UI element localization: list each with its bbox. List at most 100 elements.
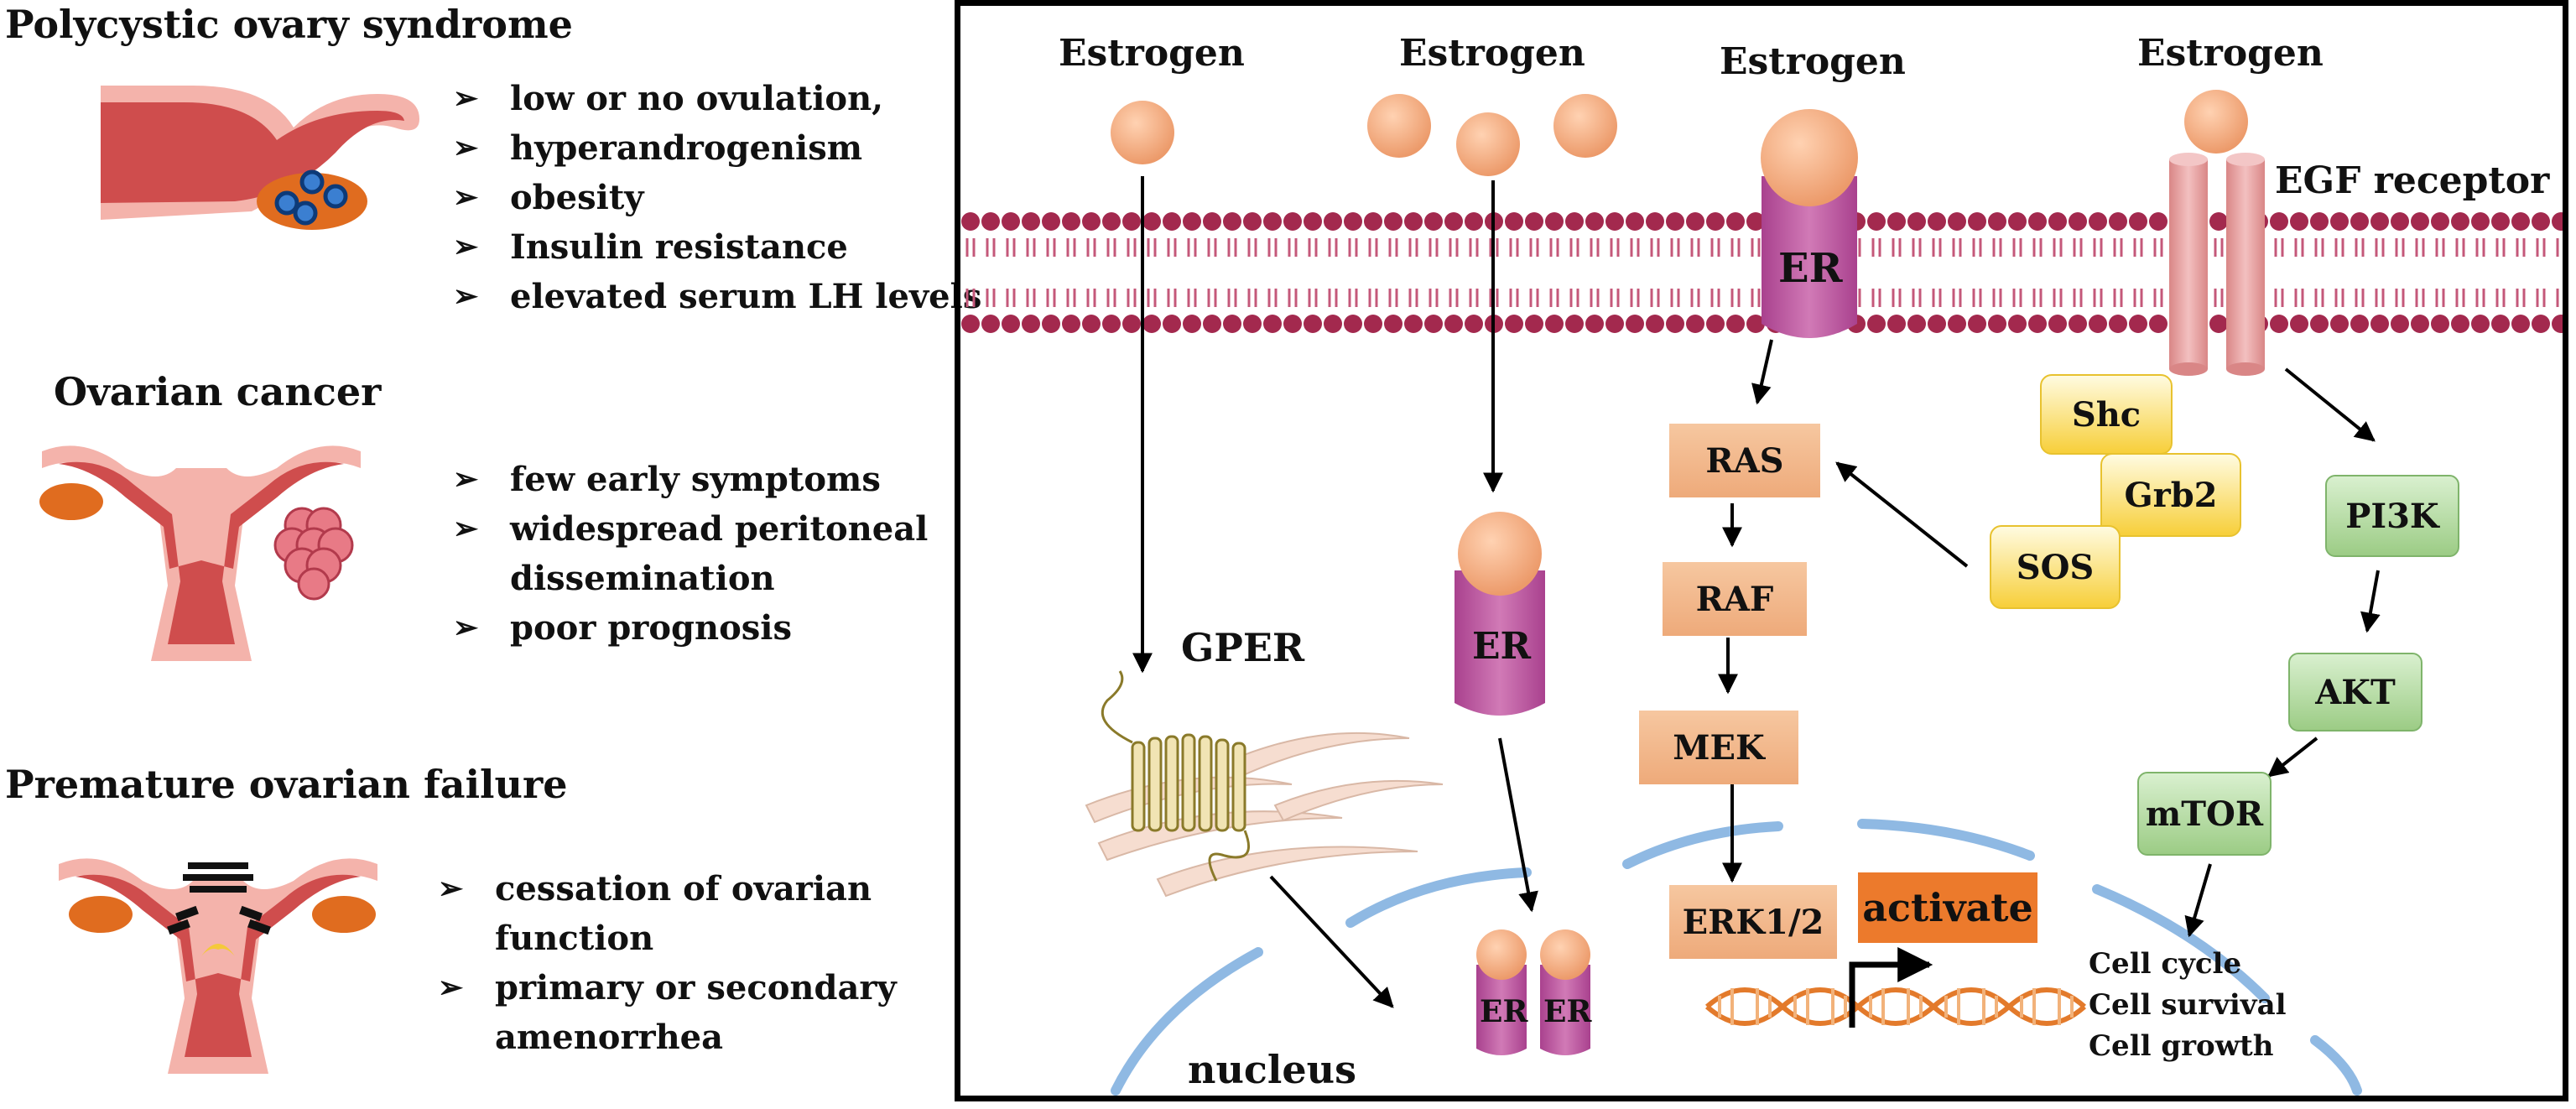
lipid-head bbox=[1223, 315, 1241, 333]
egf-receptor-label: EGF receptor bbox=[2275, 159, 2550, 202]
lipid-head bbox=[1283, 315, 1302, 333]
lipid-head bbox=[2411, 212, 2429, 231]
list-item: low or no ovulation, bbox=[453, 74, 981, 123]
lipid-head bbox=[1887, 212, 1906, 231]
lipid-head bbox=[1505, 315, 1523, 333]
lipid-head bbox=[1525, 315, 1543, 333]
outcome-cell-cycle: Cell cycle bbox=[2089, 947, 2242, 981]
pathway-frame bbox=[955, 0, 2568, 1101]
mek-box: MEK bbox=[1639, 711, 1798, 784]
lipid-head bbox=[1183, 212, 1201, 231]
lipid-head bbox=[2028, 212, 2047, 231]
lipid-head bbox=[1686, 315, 1704, 333]
lipid-head bbox=[2471, 315, 2490, 333]
lipid-head bbox=[1887, 315, 1906, 333]
lipid-head bbox=[2129, 212, 2147, 231]
ovarian-cancer-symptom-list: few early symptoms widespread peritoneal… bbox=[453, 455, 928, 653]
lipid-head bbox=[1404, 212, 1423, 231]
lipid-head bbox=[1626, 315, 1644, 333]
list-item: dissemination bbox=[510, 559, 775, 598]
lipid-head bbox=[1444, 212, 1463, 231]
lipid-head bbox=[2310, 315, 2329, 333]
arrow bbox=[1269, 875, 1394, 1008]
arrow bbox=[2360, 570, 2381, 633]
lipid-head bbox=[1465, 212, 1483, 231]
list-item: function bbox=[495, 919, 654, 958]
estrogen-molecule bbox=[1111, 101, 1174, 164]
outcome-cell-growth: Cell growth bbox=[2089, 1029, 2274, 1063]
lipid-head bbox=[2209, 315, 2228, 333]
lipid-head bbox=[1867, 212, 1886, 231]
lipid-head bbox=[1948, 315, 1966, 333]
lipid-head bbox=[1163, 315, 1181, 333]
lipid-head bbox=[2008, 315, 2027, 333]
list-item: cessation of ovarian bbox=[438, 864, 897, 914]
lipid-head bbox=[1022, 315, 1040, 333]
lipid-head bbox=[1605, 315, 1624, 333]
lipid-head bbox=[1102, 315, 1121, 333]
lipid-head bbox=[1022, 212, 1040, 231]
nuclear-er-receptor bbox=[1476, 965, 1527, 1055]
arrow bbox=[1751, 339, 1773, 405]
cytoplasmic-er-label: ER bbox=[1472, 625, 1532, 668]
nucleus-label: nucleus bbox=[1188, 1047, 1356, 1092]
lipid-head bbox=[2511, 212, 2530, 231]
lipid-head bbox=[2411, 315, 2429, 333]
lipid-head bbox=[1444, 315, 1463, 333]
lipid-head bbox=[1666, 212, 1684, 231]
lipid-head bbox=[1928, 212, 1946, 231]
lipid-head bbox=[1968, 212, 1986, 231]
lipid-head bbox=[1646, 212, 1664, 231]
lipid-head bbox=[1304, 212, 1322, 231]
lipid-head bbox=[1223, 212, 1241, 231]
cytoplasmic-er-receptor bbox=[1455, 570, 1545, 716]
lipid-head bbox=[1948, 212, 1966, 231]
lipid-head bbox=[1243, 315, 1262, 333]
lipid-head bbox=[1364, 212, 1382, 231]
lipid-head bbox=[1082, 315, 1101, 333]
lipid-head bbox=[1907, 212, 1926, 231]
lipid-head bbox=[1585, 315, 1604, 333]
outcome-list: Cell cycle Cell survival Cell growth bbox=[2089, 944, 2287, 1067]
nuclear-er-label-1: ER bbox=[1480, 994, 1528, 1029]
lipid-head bbox=[1062, 315, 1080, 333]
lipid-head bbox=[1585, 212, 1604, 231]
lipid-head bbox=[2270, 212, 2288, 231]
lipid-head bbox=[1142, 315, 1161, 333]
nucleus-membrane bbox=[1111, 819, 2362, 1096]
egf-receptor bbox=[2169, 153, 2265, 376]
sos-box: SOS bbox=[1990, 525, 2121, 609]
lipid-head bbox=[1646, 315, 1664, 333]
lipid-head bbox=[1525, 212, 1543, 231]
membrane-er-receptor bbox=[1762, 176, 1857, 338]
estrogen-molecule bbox=[1476, 929, 1527, 980]
estrogen-molecule bbox=[1456, 112, 1520, 176]
nuclear-er-label-2: ER bbox=[1543, 994, 1592, 1029]
lipid-head bbox=[1324, 212, 1342, 231]
lipid-head bbox=[2431, 315, 2449, 333]
lipid-head bbox=[1344, 315, 1362, 333]
arrow bbox=[1835, 461, 1969, 568]
ovarian-cancer-uterus-illustration bbox=[39, 445, 361, 661]
pof-symptom-list: cessation of ovarian function primary or… bbox=[438, 864, 897, 1062]
gper-label: GPER bbox=[1181, 625, 1305, 670]
estrogen-label-1: Estrogen bbox=[1059, 32, 1245, 75]
lipid-head bbox=[1062, 212, 1080, 231]
lipid-head bbox=[1968, 315, 1986, 333]
lipid-head bbox=[1122, 315, 1141, 333]
pcos-symptom-list: low or no ovulation, hyperandrogenism ob… bbox=[453, 74, 981, 321]
lipid-head bbox=[1726, 212, 1745, 231]
lipid-head bbox=[1706, 315, 1725, 333]
lipid-head bbox=[961, 212, 980, 231]
mtor-box: mTOR bbox=[2137, 772, 2272, 856]
lipid-head bbox=[2008, 212, 2027, 231]
pi3k-box: PI3K bbox=[2325, 475, 2459, 557]
lipid-head bbox=[2209, 212, 2228, 231]
lipid-head bbox=[1424, 212, 1443, 231]
lipid-head bbox=[1082, 212, 1101, 231]
lipid-head bbox=[1565, 315, 1584, 333]
lipid-head bbox=[1122, 212, 1141, 231]
lipid-head bbox=[2391, 315, 2409, 333]
lipid-head bbox=[981, 212, 1000, 231]
